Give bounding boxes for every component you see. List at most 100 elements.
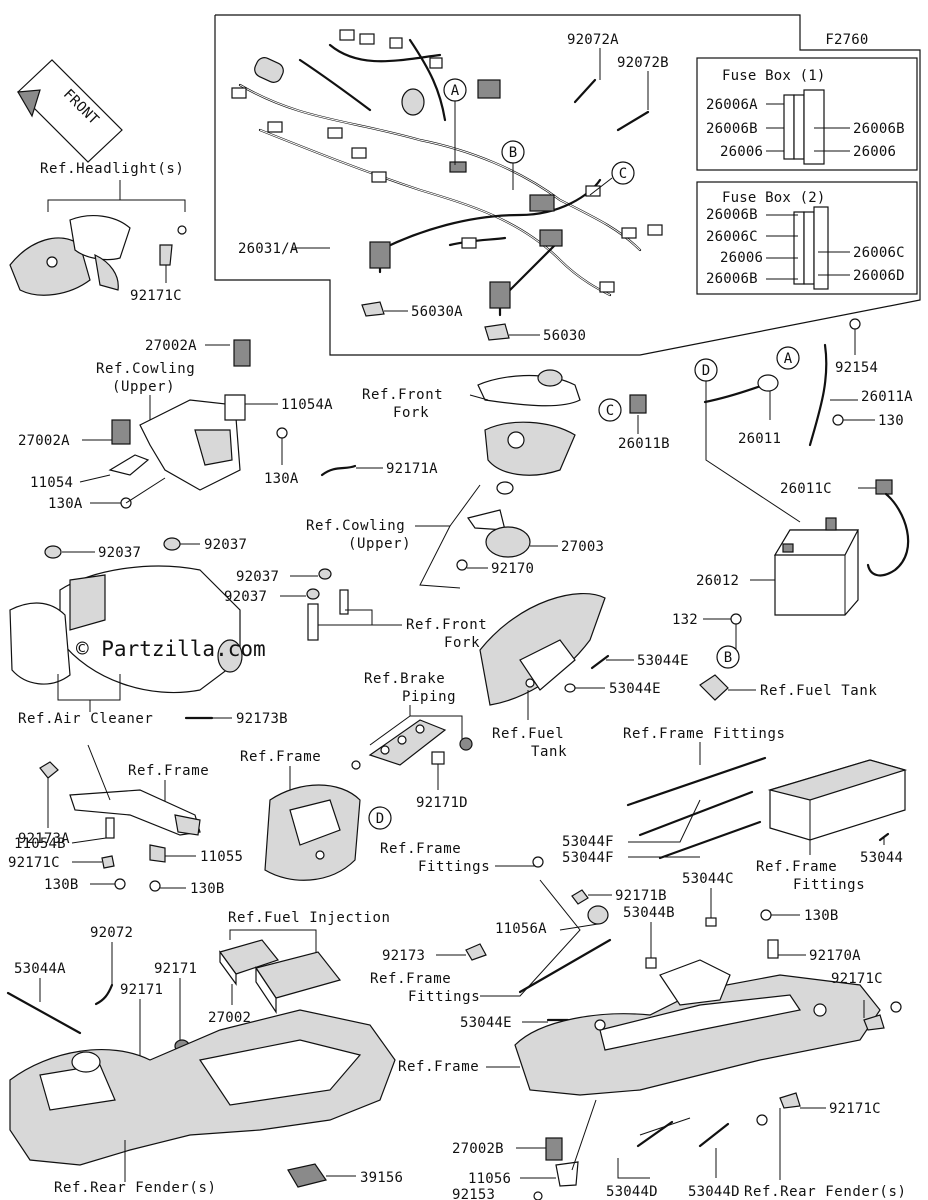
label-92171-b: 92171 xyxy=(154,961,197,977)
label-130-battery: 130 xyxy=(878,413,904,429)
label-53044A: 53044A xyxy=(14,961,66,977)
label-130A-left: 130A xyxy=(48,496,83,512)
label-92171C-left: 92171C xyxy=(8,855,60,871)
fuse1-label-3: 26006 xyxy=(720,144,763,160)
ref-cowling-upper-1b: (Upper) xyxy=(112,379,175,395)
watermark: © Partzilla.com xyxy=(76,637,266,661)
clip-92171A xyxy=(320,464,357,477)
cap-53044C xyxy=(705,917,717,927)
ref-fuel-tank-1: Ref.Fuel xyxy=(492,726,564,742)
svg-text:A: A xyxy=(784,351,793,367)
label-92037-b: 92037 xyxy=(204,537,247,553)
callout-D-frame: D xyxy=(368,806,392,830)
bar-frame-fittings-4 xyxy=(518,938,612,994)
ref-front-fork-1b: Fork xyxy=(393,405,429,421)
fuse-box-2-title: Fuse Box (2) xyxy=(722,190,826,206)
battery-26012 xyxy=(773,517,859,616)
bolt-132 xyxy=(730,613,742,625)
bolt-130B-c xyxy=(760,909,772,921)
fuse-box-1: Fuse Box (1) 26006A 26006B 26006 26006B … xyxy=(696,57,918,171)
ref-front-fork-2b: Fork xyxy=(444,635,480,651)
bolt-130B-a xyxy=(114,878,126,890)
label-130A-right: 130A xyxy=(264,471,299,487)
svg-text:C: C xyxy=(619,166,627,182)
label-92171C-b: 92171C xyxy=(829,1101,881,1117)
callout-B-fueltank: B xyxy=(716,645,740,669)
clamp-92171C-b xyxy=(779,1092,801,1109)
cowling-bracket xyxy=(139,394,246,491)
ref-frame-2: Ref.Frame xyxy=(128,763,209,779)
clamp-92171C-left xyxy=(101,855,115,869)
bracket-assembly-left xyxy=(69,789,201,836)
main-wiring-harness[interactable] xyxy=(231,29,663,317)
grommet-92037-a xyxy=(44,545,62,559)
label-26011C: 26011C xyxy=(780,481,832,497)
callout-D-battery: D xyxy=(694,358,718,382)
ref-fuel-injection: Ref.Fuel Injection xyxy=(228,910,391,926)
label-92037-a: 92037 xyxy=(98,545,141,561)
ref-front-fork-2: Ref.Front xyxy=(406,617,487,633)
label-92072B: 92072B xyxy=(617,55,669,71)
fuse2-label-6: 26006D xyxy=(853,268,905,284)
callout-C-harness: C xyxy=(611,161,635,185)
ref-frame-fittings-2b: Fittings xyxy=(793,877,865,893)
relay-27002A-left xyxy=(111,419,131,445)
part-26011B xyxy=(629,394,647,414)
label-26012: 26012 xyxy=(696,573,739,589)
label-53044D-a: 53044D xyxy=(606,1184,658,1200)
callout-B-harness: B xyxy=(501,140,525,164)
horn-bracket xyxy=(467,509,506,531)
fuse1-label-5: 26006 xyxy=(853,144,896,160)
ref-rear-fender-1: Ref.Rear Fender(s) xyxy=(54,1180,217,1196)
main-frame xyxy=(514,959,881,1096)
label-53044E-b: 53044E xyxy=(609,681,661,697)
front-fork-bracket xyxy=(477,369,581,476)
label-11056A: 11056A xyxy=(495,921,547,937)
bracket-fuel-tank-right xyxy=(699,674,729,701)
relay-27002A-top xyxy=(233,339,251,367)
label-27002A-top: 27002A xyxy=(145,338,197,354)
cable-tie-92072B xyxy=(616,110,650,132)
front-arrow: FRONT xyxy=(17,59,123,163)
clamp-92171C-headlight xyxy=(159,244,173,266)
svg-text:D: D xyxy=(376,811,384,827)
label-92171C-headlight: 92171C xyxy=(130,288,182,304)
frame-side-bracket xyxy=(264,784,361,881)
tie-53044A xyxy=(6,991,82,1035)
label-130B-a: 130B xyxy=(44,877,79,893)
pad-39156 xyxy=(287,1163,327,1188)
cap-53044B xyxy=(645,957,657,969)
callout-A-harness: A xyxy=(443,78,467,102)
grommet-92037-b xyxy=(163,537,181,551)
ref-fuel-tank-1b: Tank xyxy=(531,744,567,760)
cable-tie-92072A xyxy=(573,78,597,104)
svg-text:D: D xyxy=(702,363,710,379)
label-92037-d: 92037 xyxy=(224,589,267,605)
grommet-92037-d xyxy=(306,588,320,600)
cable-26011C xyxy=(866,492,910,577)
cable-26011A xyxy=(808,343,828,447)
ecu-27002 xyxy=(219,939,342,1014)
ref-brake-piping-b: Piping xyxy=(402,689,456,705)
ref-frame-fittings-2: Ref.Frame xyxy=(756,859,837,875)
storage-box-frame-fittings xyxy=(767,759,908,841)
fuse1-label-2: 26006B xyxy=(706,121,758,137)
fuse-box-2: Fuse Box (2) 26006B 26006C 26006 26006B … xyxy=(696,181,918,295)
grommet-92037-c xyxy=(318,568,332,580)
label-92171A: 92171A xyxy=(386,461,438,477)
bracket-11054 xyxy=(108,454,150,476)
ref-frame-fittings-3: Ref.Frame xyxy=(380,841,461,857)
label-92173A: 92173A xyxy=(18,831,70,847)
callout-A-battery: A xyxy=(776,346,800,370)
label-92037-c: 92037 xyxy=(236,569,279,585)
label-53044F-b: 53044F xyxy=(562,850,614,866)
clip-92171B xyxy=(571,889,589,905)
fuse2-label-2: 26006C xyxy=(706,229,758,245)
bolt-92170A xyxy=(767,939,779,959)
rear-fender xyxy=(9,1009,396,1166)
ref-frame-fittings-1: Ref.Frame Fittings xyxy=(623,726,786,742)
cable-tie-92072 xyxy=(94,983,114,1006)
label-92171C-a: 92171C xyxy=(831,971,883,987)
label-39156: 39156 xyxy=(360,1170,403,1186)
svg-text:B: B xyxy=(509,145,517,161)
